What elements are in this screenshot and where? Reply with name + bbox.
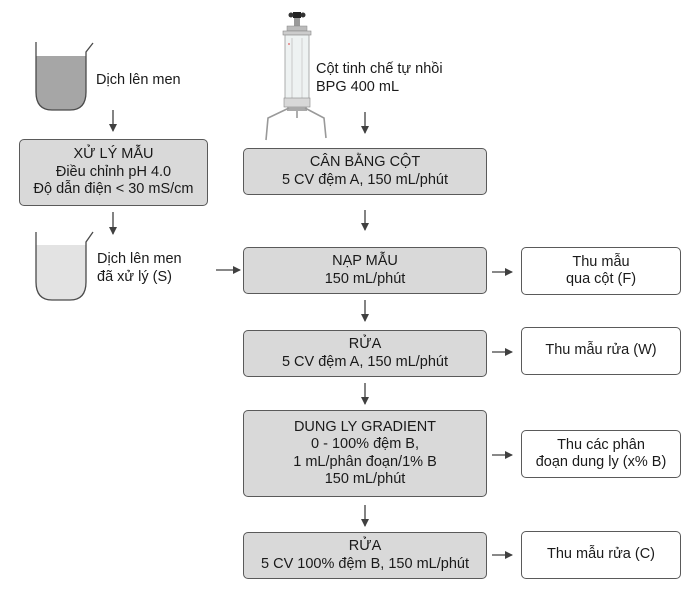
- column-label: Cột tinh chế tự nhồi BPG 400 mL: [316, 60, 443, 96]
- output-line: Thu mẫu rửa (C): [546, 546, 655, 563]
- step-line: 1 mL/phân đoạn/1% B: [293, 453, 437, 470]
- step-line: 5 CV 100% đệm B, 150 mL/phút: [261, 555, 469, 572]
- step-line: 5 CV đệm A, 150 mL/phút: [281, 353, 449, 370]
- sample-treatment-line: Độ dẫn điện < 30 mS/cm: [33, 181, 194, 198]
- treated-broth-label-line: đã xử lý (S): [97, 269, 172, 285]
- sample-treatment-box: XỬ LÝ MẪU Điều chỉnh pH 4.0 Độ dẫn điện …: [19, 139, 208, 206]
- beaker-icon: [35, 42, 94, 111]
- raw-broth-label: Dịch lên men: [96, 72, 181, 88]
- step-title: DUNG LY GRADIENT: [293, 418, 437, 435]
- step-title: RỬA: [348, 538, 382, 554]
- step-strip-wash-box: RỬA 5 CV 100% đệm B, 150 mL/phút: [243, 532, 487, 579]
- output-wash-box: Thu mẫu rửa (W): [521, 327, 681, 375]
- output-line: Thu các phân: [557, 436, 645, 453]
- sample-treatment-line: Điều chỉnh pH 4.0: [55, 163, 172, 180]
- step-wash-box: RỬA 5 CV đệm A, 150 mL/phút: [243, 330, 487, 377]
- step-equilibration-box: CÂN BẰNG CỘT 5 CV đệm A, 150 mL/phút: [243, 148, 487, 195]
- output-line: Thu mẫu: [572, 253, 630, 270]
- step-title: CÂN BẰNG CỘT: [309, 154, 421, 170]
- treated-broth-label: Dịch lên men đã xử lý (S): [97, 250, 182, 286]
- step-title: NẠP MẪU: [332, 253, 398, 269]
- step-line: 150 mL/phút: [324, 471, 406, 487]
- output-flowthrough-box: Thu mẫu qua cột (F): [521, 247, 681, 295]
- output-line: Thu mẫu rửa (W): [545, 342, 657, 359]
- sample-treatment-title: XỬ LÝ MẪU: [73, 146, 154, 163]
- output-line: đoạn dung ly (x% B): [535, 454, 667, 470]
- output-elution-fractions-box: Thu các phân đoạn dung ly (x% B): [521, 430, 681, 478]
- column-label-line: BPG 400 mL: [316, 79, 400, 95]
- step-line: 150 mL/phút: [324, 270, 406, 287]
- output-strip-wash-box: Thu mẫu rửa (C): [521, 531, 681, 579]
- output-line: qua cột (F): [565, 271, 637, 287]
- step-title: RỬA: [348, 336, 382, 352]
- step-line: 0 - 100% đệm B,: [311, 436, 419, 452]
- step-gradient-elution-box: DUNG LY GRADIENT 0 - 100% đệm B, 1 mL/ph…: [243, 410, 487, 497]
- chromatography-column-icon: [265, 12, 327, 141]
- step-loading-box: NẠP MẪU 150 mL/phút: [243, 247, 487, 294]
- treated-broth-label-line: Dịch lên men: [97, 251, 182, 267]
- column-label-line: Cột tinh chế tự nhồi: [316, 61, 443, 77]
- beaker-icon: [35, 231, 94, 301]
- step-line: 5 CV đệm A, 150 mL/phút: [281, 171, 449, 188]
